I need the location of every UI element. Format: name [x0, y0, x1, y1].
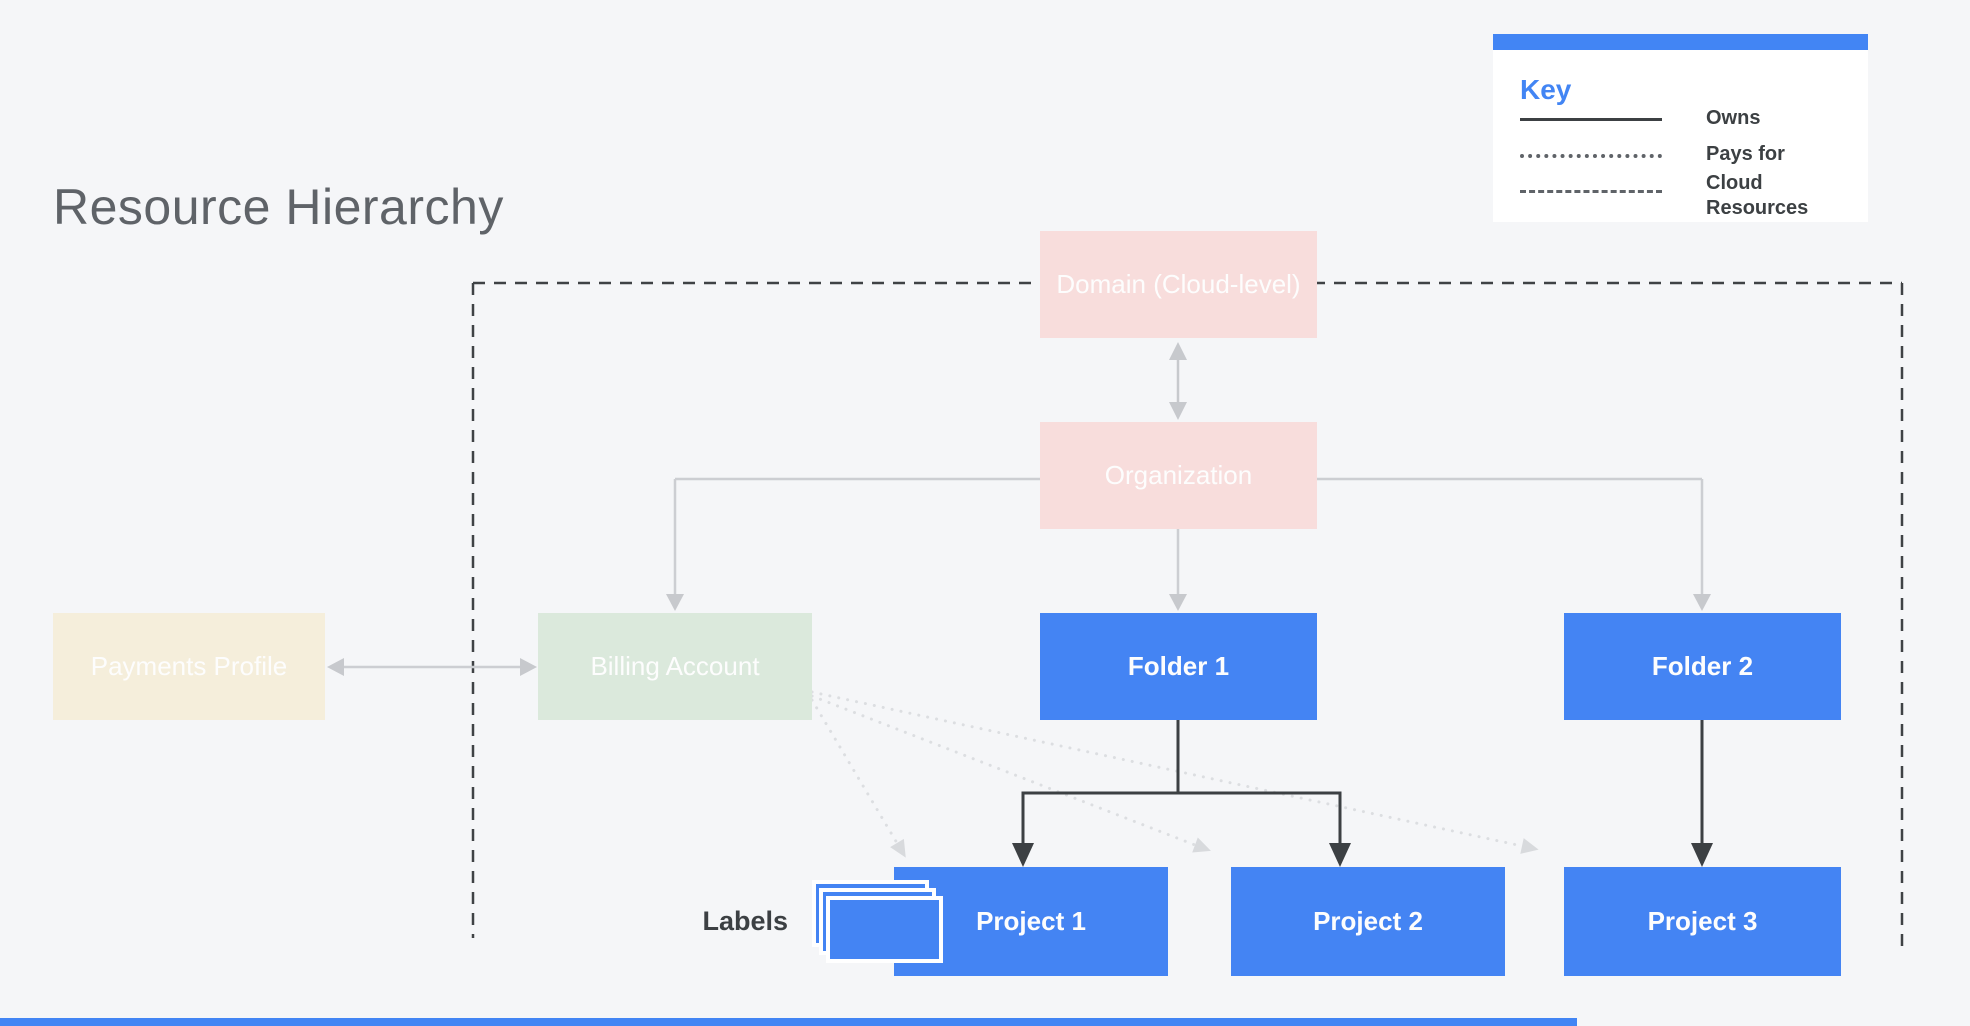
legend-label-cloud-resources: Cloud Resources: [1706, 172, 1809, 219]
node-payments-profile-label: Payments Profile: [90, 651, 288, 681]
node-billing-account-label: Billing Account: [590, 651, 760, 681]
node-folder-1: Folder 1: [1040, 613, 1317, 720]
node-domain: Domain (Cloud-level): [1040, 231, 1317, 338]
node-organization: Organization: [1040, 422, 1317, 529]
labels-caption: Labels: [702, 906, 788, 936]
pays-for-line-sample: [1520, 154, 1662, 158]
domain-org-connector: [1169, 342, 1187, 420]
folder1-projects-connector: [1012, 720, 1351, 867]
owns-line-sample: [1520, 118, 1662, 121]
node-billing-account: Billing Account: [538, 613, 812, 720]
node-project-3: Project 3: [1564, 867, 1841, 976]
node-folder-2: Folder 2: [1564, 613, 1841, 720]
node-payments-profile: Payments Profile: [53, 613, 325, 720]
node-project-2-label: Project 2: [1313, 906, 1423, 936]
key-accent-bar: [1493, 34, 1868, 50]
pays-for-arrowheads: [890, 837, 1539, 858]
node-domain-label: Domain (Cloud-level): [1056, 269, 1301, 299]
payments-billing-connector: [327, 658, 537, 676]
key-title: Key: [1520, 74, 1572, 105]
node-folder-1-label: Folder 1: [1127, 651, 1230, 681]
legend-label-owns: Owns: [1706, 107, 1761, 129]
folder2-project3-connector: [1691, 720, 1713, 867]
node-project-2: Project 2: [1231, 867, 1505, 976]
node-organization-label: Organization: [1104, 460, 1253, 490]
key-panel: Key Owns Pays for Cloud Resources: [1493, 34, 1868, 222]
node-folder-2-label: Folder 2: [1651, 651, 1754, 681]
legend-label-pays-for: Pays for: [1706, 143, 1785, 165]
pays-for-connectors: [810, 690, 1524, 848]
bottom-edge-bar: [0, 1018, 1577, 1026]
page-title: Resource Hierarchy: [53, 179, 504, 235]
label-card-icon: [826, 896, 943, 963]
cloud-resources-line-sample: [1520, 190, 1662, 193]
node-project-3-label: Project 3: [1647, 906, 1758, 936]
node-project-1-label: Project 1: [976, 906, 1086, 936]
